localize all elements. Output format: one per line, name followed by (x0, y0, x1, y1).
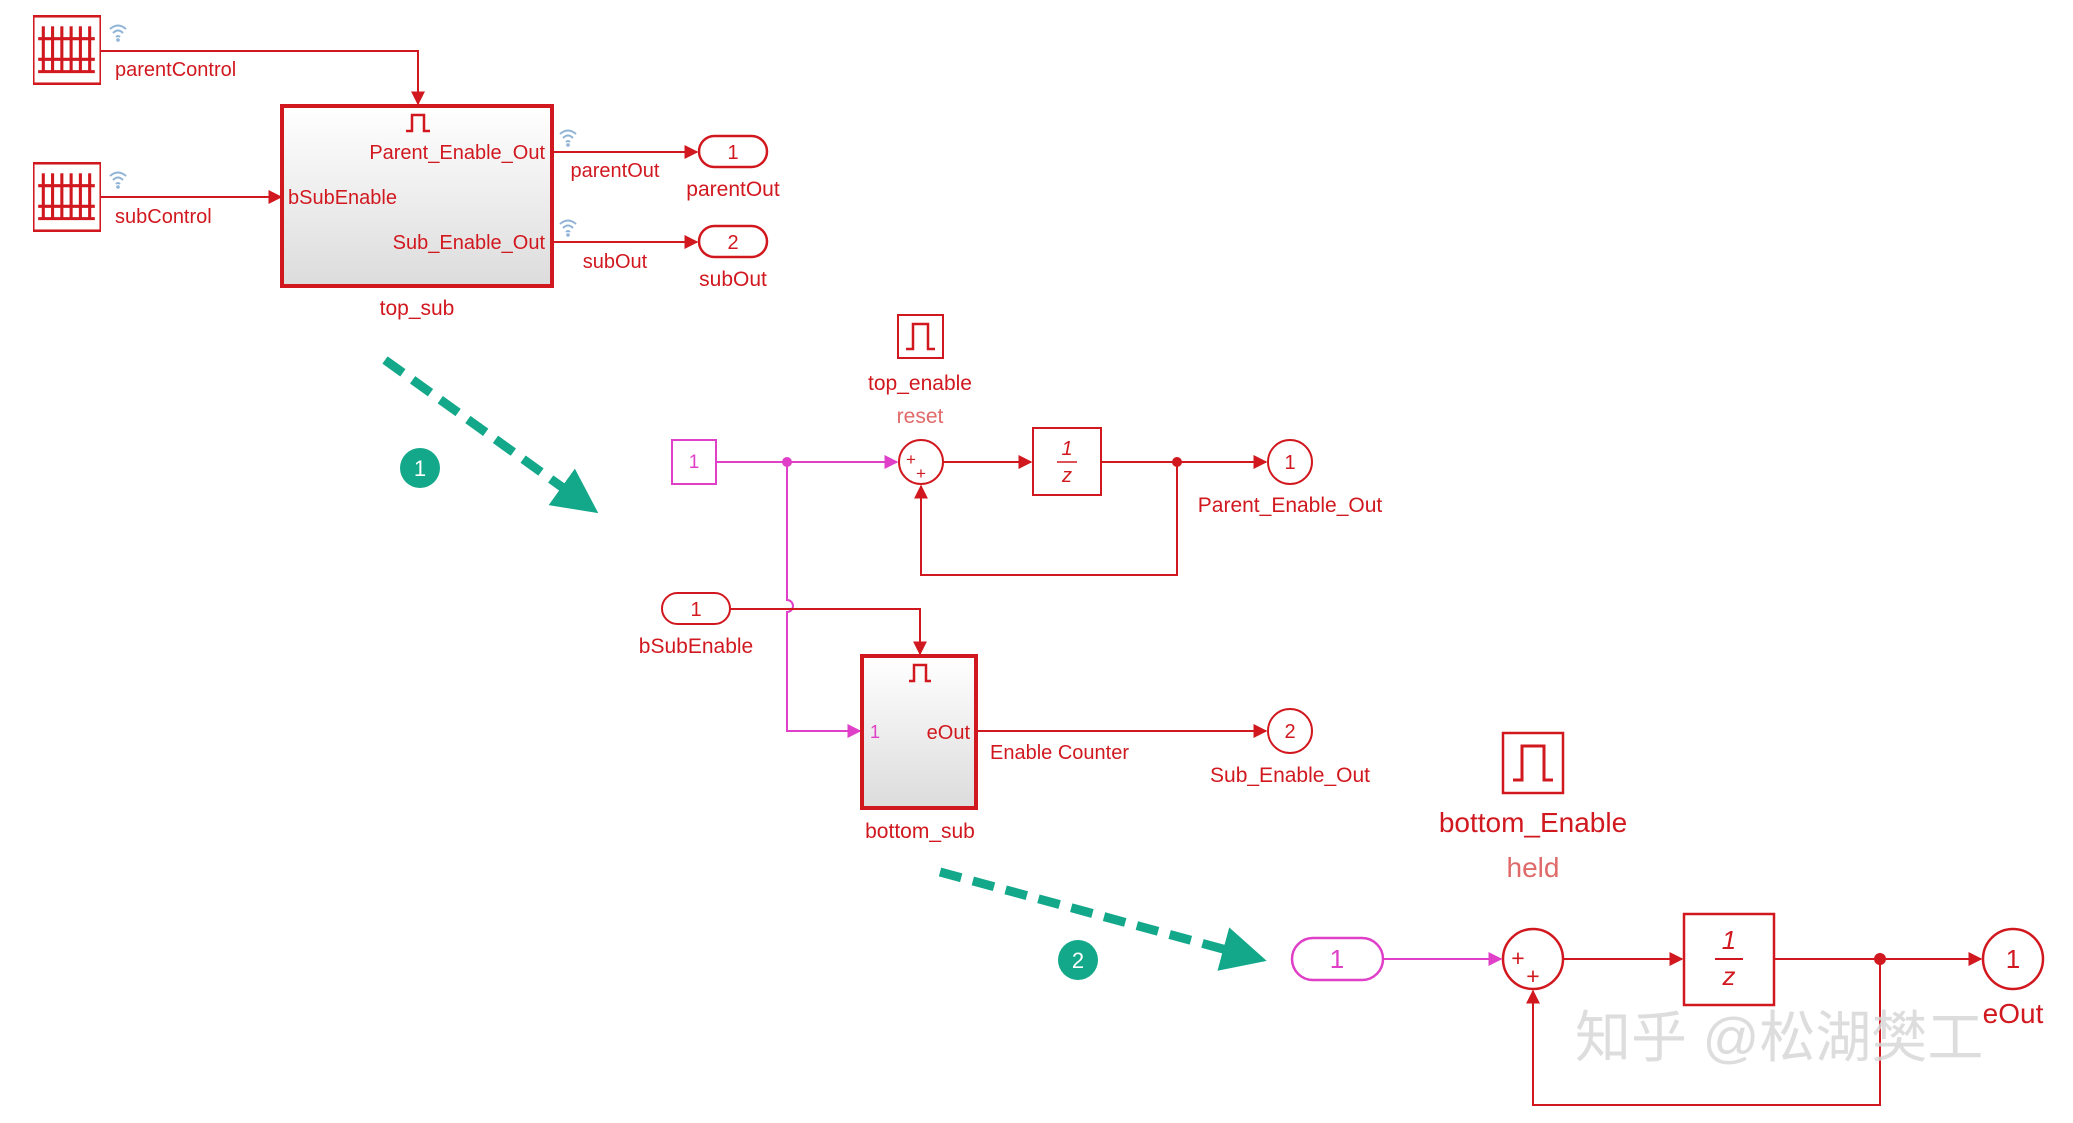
outport-parent-enable-out[interactable]: 1 (1267, 439, 1313, 485)
drill-down-arrow-1 (382, 356, 599, 514)
watermark: 知乎 @松湖樊工 (1575, 1006, 1983, 1069)
svg-text:1: 1 (1061, 438, 1072, 460)
top-sub-block[interactable]: Parent_Enable_Out bSubEnable Sub_Enable_… (280, 104, 554, 288)
constant-block[interactable]: 1 (671, 439, 717, 485)
signal-builder-parent[interactable] (33, 15, 101, 85)
outport-eout[interactable]: 1 (1981, 927, 2045, 991)
inport-bsubenable[interactable]: 1 (661, 592, 731, 625)
svg-text:1: 1 (2006, 944, 2020, 974)
svg-text:+: + (1526, 963, 1539, 989)
svg-text:+: + (1511, 945, 1524, 971)
enable-state-label: held (1507, 852, 1560, 883)
block-name-top-sub: top_sub (380, 297, 455, 320)
outport-name-sub-out: subOut (699, 268, 767, 291)
outport-parent-out[interactable]: 1 (697, 134, 769, 169)
signal-builder-sub[interactable] (33, 162, 101, 232)
line-bsubenable-to-enable[interactable] (730, 608, 927, 656)
outport-number: 1 (727, 142, 738, 164)
bottom-sub-block[interactable]: 1 eOut (860, 654, 978, 810)
svg-text:2: 2 (1072, 948, 1084, 973)
svg-text:1: 1 (1330, 944, 1344, 974)
enable-port-icon (906, 322, 935, 351)
top-enable-block[interactable] (897, 314, 944, 359)
top-sub-contents: top_enable reset 1 + + 1 z 1 Parent_Enab… (639, 314, 1383, 843)
unit-delay-bottom[interactable]: 1 z (1682, 912, 1776, 1007)
signal-logging-icon (559, 129, 577, 148)
signal-label-parent-out: parentOut (571, 160, 660, 182)
svg-text:+: + (906, 450, 916, 469)
svg-text:1: 1 (689, 452, 700, 473)
svg-text:z: z (1722, 961, 1736, 991)
step-badge-2: 2 (1058, 940, 1098, 980)
port-label-sub-enable-out: Sub_Enable_Out (393, 232, 546, 254)
signal-label-sub-out: subOut (583, 251, 648, 273)
sum-block-top[interactable]: + + (898, 439, 944, 485)
inport-bottom[interactable]: 1 (1290, 936, 1385, 982)
outport-name-sub-enable-out: Sub_Enable_Out (1210, 764, 1370, 787)
signal-logging-icon (109, 171, 127, 190)
feedback-line-top[interactable] (914, 462, 1178, 576)
enable-port-icon (909, 663, 931, 683)
svg-text:+: + (916, 464, 926, 483)
outport-name-parent-out: parentOut (686, 178, 780, 201)
unit-delay-top[interactable]: 1 z (1032, 427, 1102, 496)
signal-logging-icon (109, 24, 127, 43)
enable-block-name: bottom_Enable (1439, 807, 1627, 838)
port-label-in: 1 (870, 722, 880, 742)
outport-sub-enable-out[interactable]: 2 (1267, 708, 1313, 754)
port-label-eout: eOut (927, 722, 971, 744)
bottom-enable-block[interactable] (1501, 731, 1565, 795)
enable-block-name: top_enable (868, 372, 972, 395)
block-name-bottom-sub: bottom_sub (865, 820, 975, 843)
outport-sub-out[interactable]: 2 (697, 224, 769, 259)
svg-text:z: z (1061, 465, 1072, 487)
port-label-bsubenable: bSubEnable (288, 187, 397, 209)
outport-name-eout: eOut (1983, 998, 2044, 1029)
bottom-sub-contents: bottom_Enable held 1 + + 1 z 1 eOut (1290, 731, 2045, 1106)
inport-name-bsubenable: bSubEnable (639, 635, 753, 658)
svg-text:1: 1 (414, 456, 426, 481)
step-badge-1: 1 (400, 448, 440, 488)
feedback-line-bottom[interactable] (1526, 959, 1881, 1106)
signal-label-sub-control: subControl (115, 206, 212, 228)
signal-label-parent-control: parentControl (115, 59, 236, 81)
outport-number: 2 (727, 232, 738, 254)
signal-label-enable-counter: Enable Counter (990, 742, 1129, 764)
top-level-model: parentControl subControl Parent_Enable_O… (33, 15, 780, 320)
drill-down-arrow-2 (938, 867, 1267, 971)
enable-port-icon (1513, 744, 1553, 782)
line-parent-control[interactable] (101, 50, 425, 106)
port-label-parent-enable-out: Parent_Enable_Out (369, 142, 545, 164)
signal-logging-icon (559, 219, 577, 238)
outport-name-parent-enable-out: Parent_Enable_Out (1198, 494, 1383, 517)
svg-text:1: 1 (1722, 925, 1736, 955)
sum-block-bottom[interactable]: + + (1501, 927, 1565, 991)
line-constant-to-bottom-sub[interactable] (786, 462, 862, 738)
svg-text:2: 2 (1284, 721, 1295, 743)
enable-port-icon (406, 113, 430, 133)
enable-state-label: reset (897, 405, 944, 428)
svg-text:1: 1 (1284, 452, 1295, 474)
svg-text:1: 1 (690, 599, 701, 621)
